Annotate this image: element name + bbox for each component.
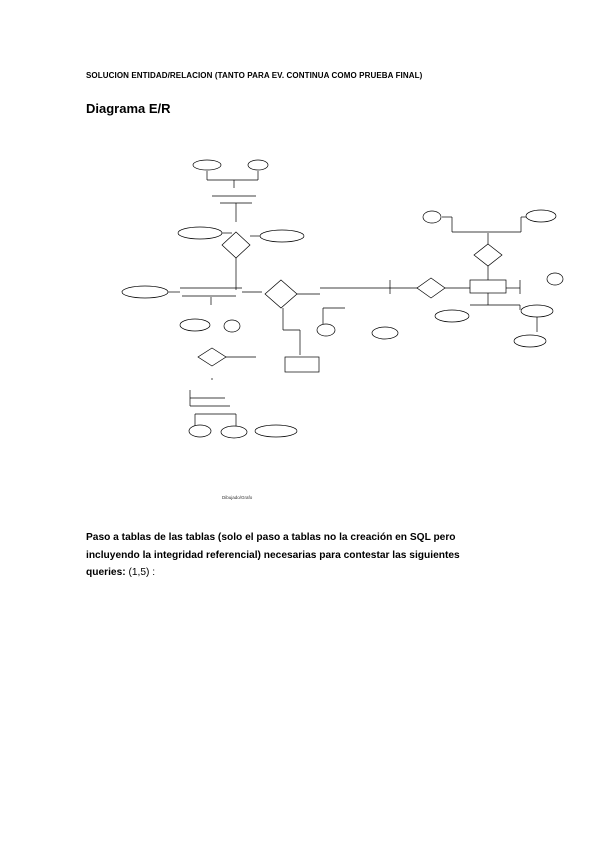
er-attribute [434,309,470,323]
er-attribute [220,425,248,439]
er-relationship [416,277,446,299]
er-attribute [371,326,399,340]
er-relationship [197,347,227,367]
er-attribute [520,304,554,318]
instructions-paragraph: Paso a tablas de las tablas (solo el pas… [86,529,496,582]
er-attribute [223,319,241,333]
er-attribute [422,210,442,224]
er-attribute [121,285,169,299]
er-attribute [179,318,211,332]
er-attribute [254,424,298,438]
er-attribute [188,424,212,438]
document-heading: SOLUCION ENTIDAD/RELACION (TANTO PARA EV… [86,71,423,80]
section-title: Diagrama E/R [86,101,171,116]
er-relationship [473,243,503,267]
er-attribute [513,334,547,348]
er-entity [469,279,507,294]
instructions-suffix: (1,5) : [125,567,156,578]
diagram-caption: Dibujado/Grafo [222,495,253,500]
er-attribute [525,209,557,223]
er-attribute [316,323,336,337]
er-relationship [264,279,298,309]
er-attribute [247,159,269,171]
er-attribute [177,226,223,240]
er-attribute [192,159,222,171]
er-attribute [259,229,305,243]
er-entity [284,356,320,373]
er-relationship [221,231,251,259]
er-attribute [546,272,564,286]
instructions-bold-text: Paso a tablas de las tablas (solo el pas… [86,532,460,578]
